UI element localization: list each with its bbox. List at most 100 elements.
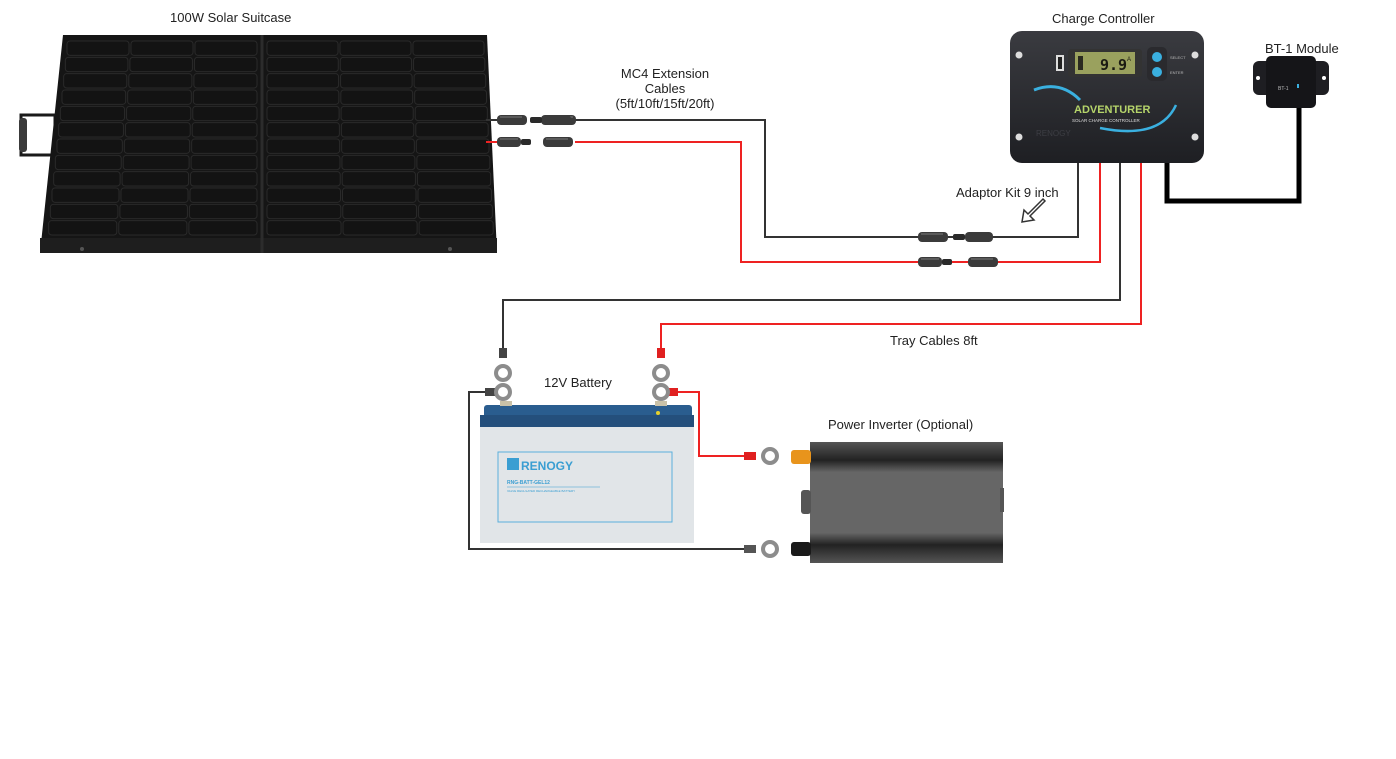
solar-cell — [339, 40, 412, 56]
solar-cell — [266, 138, 341, 154]
solar-cell — [66, 40, 130, 56]
solar-cell — [266, 154, 341, 171]
solar-cell — [413, 56, 486, 73]
solar-cell — [418, 220, 494, 236]
bt1-module-label: BT-1 Module — [1265, 41, 1339, 56]
solar-cell — [118, 220, 188, 236]
mc4-label-line1: MC4 Extension — [620, 66, 710, 81]
solar-cell — [190, 171, 258, 187]
solar-cell — [342, 187, 417, 203]
solar-cell — [119, 203, 188, 220]
solar-cell — [340, 122, 415, 138]
solar-cell — [342, 220, 418, 236]
svg-text:A: A — [1127, 57, 1131, 63]
solar-cell — [189, 187, 258, 203]
tray-negative-wire — [502, 162, 1121, 350]
solar-cell — [121, 171, 190, 187]
solar-cell — [266, 220, 342, 236]
solar-cell — [341, 154, 416, 171]
solar-cell — [342, 203, 418, 220]
solar-cell — [64, 56, 129, 73]
battery-terminals — [485, 348, 678, 401]
solar-cell — [54, 154, 122, 171]
controller-brand: ADVENTURER — [1074, 104, 1150, 116]
solar-cell — [188, 203, 258, 220]
solar-cell — [266, 105, 340, 122]
mc4-label-line3: (5ft/10ft/15ft/20ft) — [615, 96, 715, 111]
solar-cell — [414, 89, 487, 105]
adaptor-negative-wire — [1010, 162, 1079, 238]
solar-cell — [58, 122, 124, 138]
solar-cell — [122, 154, 190, 171]
solar-cell — [120, 187, 189, 203]
solar-cell — [190, 154, 258, 171]
solar-cell — [188, 220, 258, 236]
solar-cell — [341, 138, 415, 154]
solar-cell — [48, 220, 118, 236]
mc4-negative-wire — [575, 119, 1010, 238]
battery: RENOGY RNG-BATT-GEL12 VALVE REGULATED RE… — [480, 401, 694, 543]
bt1-module: BT-1 — [1253, 56, 1329, 108]
lcd-value: 9.9 — [1100, 56, 1127, 74]
svg-text:SELECT: SELECT — [1170, 55, 1186, 60]
solar-cell — [414, 105, 488, 122]
svg-text:RNG-BATT-GEL12: RNG-BATT-GEL12 — [507, 480, 550, 486]
solar-cell — [415, 138, 490, 154]
solar-cell — [192, 105, 258, 122]
mc4-connectors-extension — [486, 115, 576, 147]
battery-label: 12V Battery — [544, 375, 612, 390]
solar-cell — [340, 73, 413, 89]
solar-cell — [51, 187, 120, 203]
solar-cell — [63, 73, 128, 89]
solar-cell — [124, 122, 191, 138]
solar-cell — [192, 89, 258, 105]
mc4-positive-wire — [575, 141, 1010, 263]
solar-cell — [193, 56, 258, 73]
adaptor-arrow-icon — [1021, 197, 1047, 223]
svg-text:ENTER: ENTER — [1170, 70, 1184, 75]
solar-cell — [412, 40, 485, 56]
solar-cell — [418, 203, 493, 220]
solar-cell — [266, 187, 341, 203]
inverter-negative-wire — [468, 391, 748, 550]
adaptor-kit-label: Adaptor Kit 9 inch — [956, 185, 1059, 200]
inverter-label: Power Inverter (Optional) — [828, 417, 974, 432]
solar-cell — [61, 89, 127, 105]
enter-button — [1152, 67, 1162, 77]
solar-cell — [266, 122, 340, 138]
solar-cell — [126, 105, 192, 122]
solar-cell — [130, 40, 194, 56]
solar-cell — [266, 73, 340, 89]
solar-cell — [266, 203, 342, 220]
solar-cell — [417, 187, 492, 203]
svg-text:SOLAR CHARGE CONTROLLER: SOLAR CHARGE CONTROLLER — [1072, 118, 1141, 123]
mc4-connectors-adaptor — [918, 232, 998, 267]
bt1-cable — [1164, 108, 1302, 204]
solar-cell — [194, 40, 258, 56]
solar-suitcase-label: 100W Solar Suitcase — [170, 10, 292, 25]
solar-cell — [129, 56, 193, 73]
power-inverter — [744, 442, 1004, 563]
solar-cell — [266, 56, 339, 73]
solar-cell — [341, 171, 416, 187]
charge-controller: 9.9 A SELECT ENTER ADVENTURER SOLAR CHAR… — [1010, 31, 1204, 163]
solar-cell — [339, 56, 413, 73]
tray-cables-label: Tray Cables 8ft — [890, 333, 978, 348]
solar-suitcase — [19, 35, 497, 253]
solar-cell — [340, 105, 414, 122]
adaptor-positive-wire — [1010, 162, 1101, 263]
svg-text:RENOGY: RENOGY — [1036, 129, 1071, 138]
svg-text:BT-1: BT-1 — [1278, 86, 1289, 92]
solar-cell — [128, 73, 193, 89]
solar-cell — [413, 73, 487, 89]
lcd-display — [1075, 52, 1135, 74]
solar-cell — [415, 122, 489, 138]
solar-cell — [193, 73, 258, 89]
svg-text:VALVE REGULATED RECHARGEABLE B: VALVE REGULATED RECHARGEABLE BATTERY — [507, 489, 575, 493]
solar-cell — [416, 154, 491, 171]
charge-controller-label: Charge Controller — [1052, 11, 1155, 26]
solar-cell — [416, 171, 492, 187]
mc4-extension-label: MC4 Extension Cables (5ft/10ft/15ft/20ft… — [605, 66, 725, 111]
solar-cell — [127, 89, 192, 105]
